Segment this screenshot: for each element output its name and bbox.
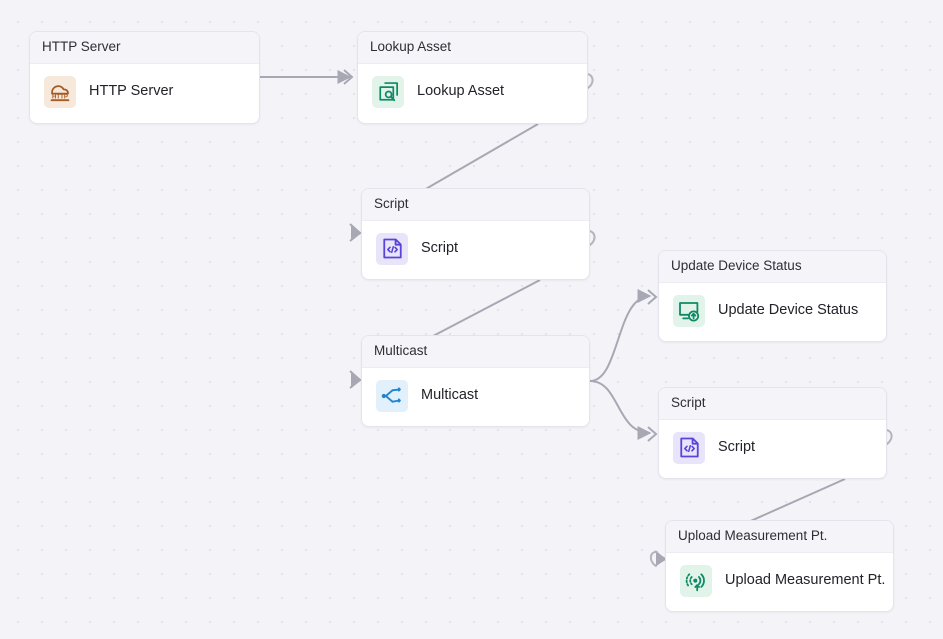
node-body-upload-measurement-pt: Upload Measurement Pt.	[666, 552, 893, 611]
input-port-update-device-status	[647, 289, 658, 305]
multicast-branch-icon	[376, 379, 408, 412]
node-script-1[interactable]: Script Script	[361, 188, 590, 280]
node-header-upload-measurement-pt: Upload Measurement Pt.	[666, 521, 893, 553]
node-multicast[interactable]: Multicast Multicast	[361, 335, 590, 427]
node-body-script-1: Script	[362, 220, 589, 279]
lookup-asset-icon	[372, 75, 404, 108]
node-body-multicast: Multicast	[362, 367, 589, 426]
svg-text:HTTP: HTTP	[52, 93, 68, 100]
node-label-lookup-asset: Lookup Asset	[417, 82, 505, 99]
node-http-server[interactable]: HTTP Server HTTP HTTP Server	[29, 31, 260, 124]
input-port-script-2	[647, 426, 658, 442]
node-upload-measurement-pt[interactable]: Upload Measurement Pt. Upload Measuremen…	[665, 520, 894, 612]
node-label-upload-measurement-pt: Upload Measurement Pt.	[725, 571, 886, 588]
node-update-device-status[interactable]: Update Device Status Update Device Statu…	[658, 250, 887, 342]
update-device-status-icon	[673, 294, 705, 327]
http-cloud-icon: HTTP	[44, 75, 76, 108]
node-label-update-device-status: Update Device Status	[718, 301, 859, 318]
node-header-multicast: Multicast	[362, 336, 589, 368]
upload-measurement-icon	[680, 564, 712, 597]
node-header-http-server: HTTP Server	[30, 32, 259, 64]
input-port-script-1	[349, 223, 362, 242]
node-header-lookup-asset: Lookup Asset	[358, 32, 587, 64]
edge-multicast-to-script-2	[589, 380, 652, 440]
node-body-http-server: HTTP HTTP Server	[30, 63, 259, 122]
output-port-upload-measurement-pt	[649, 550, 658, 567]
input-port-lookup-asset	[343, 69, 354, 85]
node-label-multicast: Multicast	[421, 386, 479, 403]
node-header-script-2: Script	[659, 388, 886, 420]
script-code-icon	[673, 431, 705, 464]
input-port-multicast	[349, 370, 362, 389]
node-label-script-1: Script	[421, 239, 459, 256]
node-script-2[interactable]: Script Script	[658, 387, 887, 479]
node-label-http-server: HTTP Server	[89, 82, 174, 99]
node-header-script-1: Script	[362, 189, 589, 221]
node-body-script-2: Script	[659, 419, 886, 478]
script-code-icon	[376, 232, 408, 265]
node-body-update-device-status: Update Device Status	[659, 282, 886, 341]
node-header-update-device-status: Update Device Status	[659, 251, 886, 283]
edge-multicast-to-update-device-status	[589, 289, 652, 382]
node-label-script-2: Script	[718, 438, 756, 455]
node-lookup-asset[interactable]: Lookup Asset Lookup Asset	[357, 31, 588, 124]
input-port-upload-measurement-pt	[654, 550, 666, 567]
node-body-lookup-asset: Lookup Asset	[358, 63, 587, 122]
